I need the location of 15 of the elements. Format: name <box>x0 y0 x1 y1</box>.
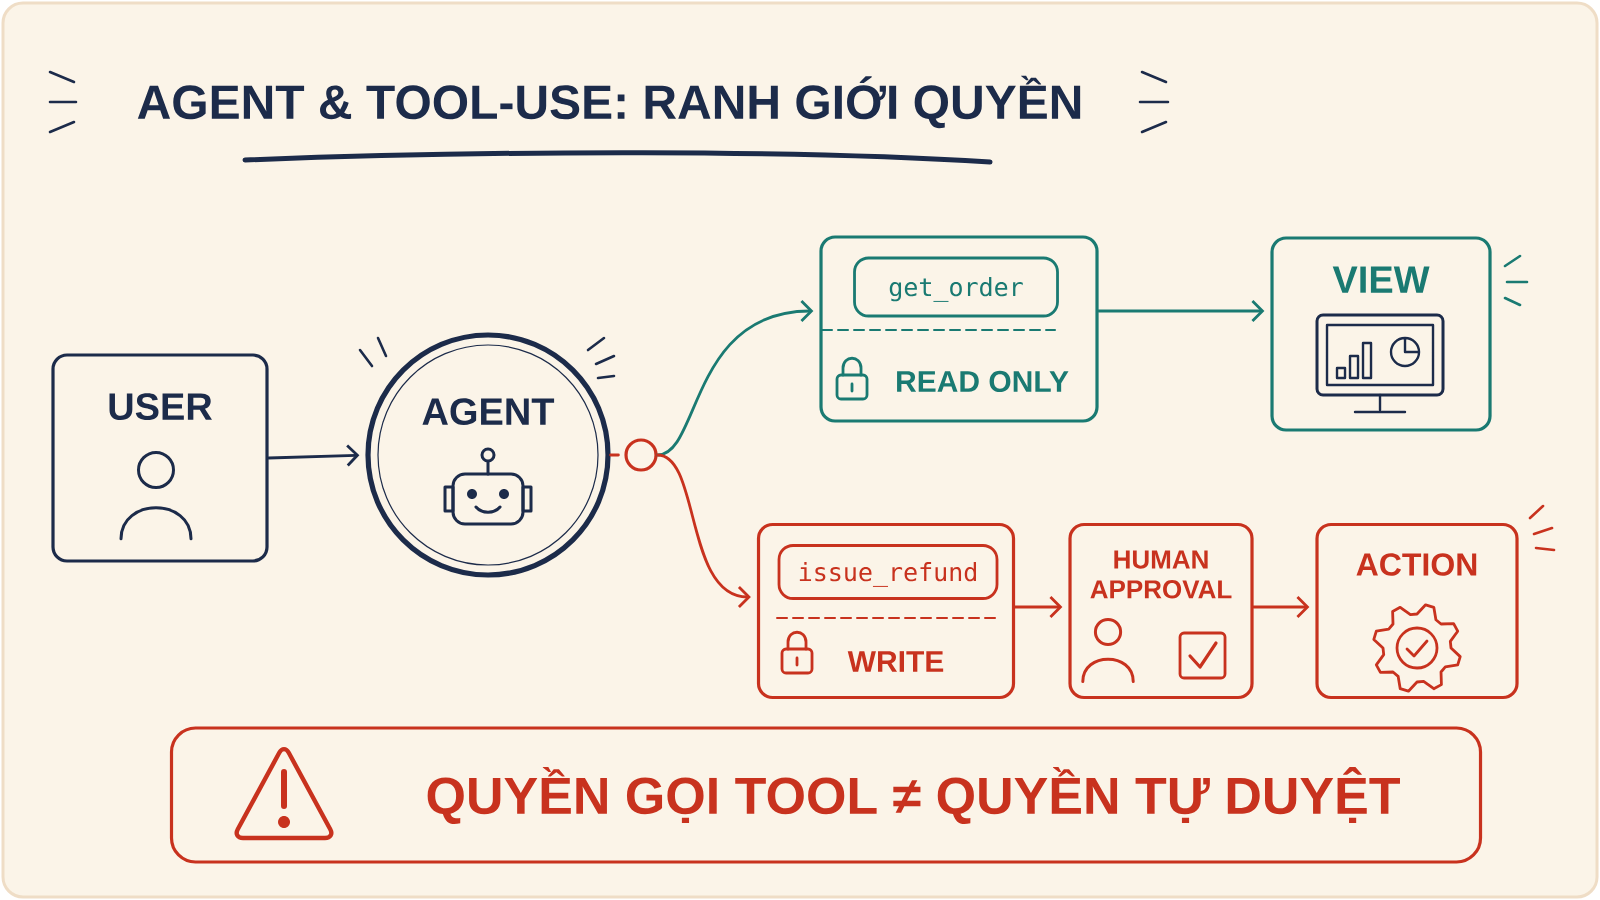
arrow <box>656 300 814 457</box>
tool-name-box: issue_refund <box>777 544 999 600</box>
process-box: USER <box>51 353 269 563</box>
process-box: VIEW <box>1270 236 1492 432</box>
arrow <box>656 453 751 608</box>
arrow <box>1252 596 1310 618</box>
process-box: HUMAN APPROVAL <box>1068 522 1254 700</box>
arrow <box>1013 596 1063 618</box>
title: AGENT & TOOL-USE: RANH GIỚI QUYỀN <box>137 75 1081 129</box>
arrow <box>1097 300 1265 322</box>
tool-name-box: get_order <box>853 256 1059 318</box>
arrow <box>267 444 360 467</box>
warning-banner: QUYỀN GỌI TOOL ≠ QUYỀN TỰ DUYỆT <box>169 726 1483 864</box>
process-box: ACTION <box>1315 522 1519 700</box>
junction-dot <box>624 438 658 472</box>
